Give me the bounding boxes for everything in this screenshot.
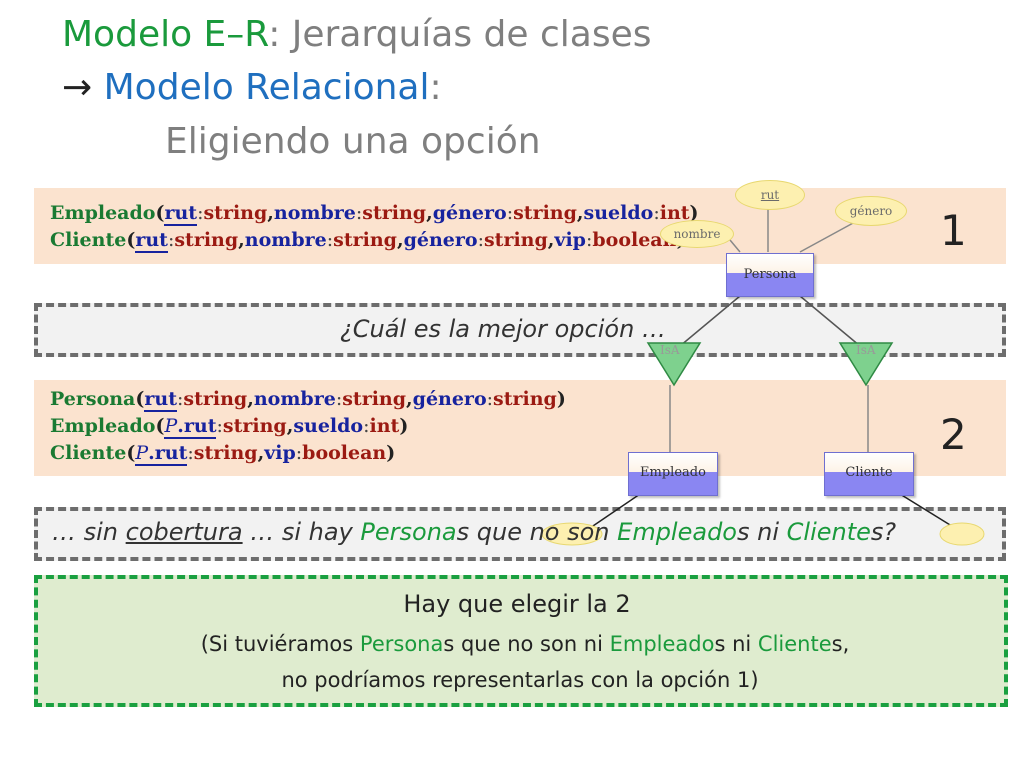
type-boolean: boolean [592, 229, 677, 251]
type-int: int [369, 415, 400, 437]
answer-l1-end: s, [831, 632, 850, 656]
attr-genero: género [403, 229, 478, 251]
attr-sueldo: sueldo [583, 202, 654, 224]
isa-triangle-right [838, 342, 894, 387]
type-string: string [342, 388, 407, 410]
coverage-cliente: Cliente [786, 518, 871, 546]
coverage-text: … sin cobertura … si hay Personas que no… [52, 518, 896, 546]
relation-persona: Persona [50, 388, 136, 410]
ref-persona: P [135, 442, 149, 464]
type-string: string [362, 202, 427, 224]
type-string: string [183, 388, 248, 410]
attribute-nombre: nombre [660, 220, 734, 248]
entity-empleado-label: Empleado [640, 465, 706, 480]
answer-line2: no podríamos representarlas con la opció… [281, 668, 759, 692]
isa-label-right: IsA [856, 343, 876, 357]
answer-l1-pre: (Si tuviéramos [200, 632, 360, 656]
answer-cliente: Cliente [757, 632, 832, 656]
key-rut: rut [144, 388, 177, 412]
key-rut: rut [164, 202, 198, 226]
title-er-model: Modelo E–R [62, 14, 269, 55]
answer-persona: Persona [359, 632, 444, 656]
coverage-box [34, 507, 1006, 561]
coverage-mid1: … si hay [242, 518, 361, 546]
entity-empleado: Empleado [628, 452, 718, 496]
option-1-schema: Empleado(rut:string,nombre:string,género… [50, 200, 699, 254]
relation-cliente: Cliente [50, 442, 127, 464]
type-string: string [333, 229, 397, 251]
title-hierarchies: : Jerarquías de clases [268, 14, 652, 55]
entity-cliente: Cliente [824, 452, 914, 496]
answer-l1-mid2: s ni [714, 632, 758, 656]
attr-vip: vip [264, 442, 296, 464]
key-rut: rut [154, 442, 188, 464]
slide-title: Modelo E–R: Jerarquías de clases [62, 17, 651, 53]
attribute-genero: género [835, 196, 907, 226]
slide-title-line2: → Modelo Relacional: [62, 70, 442, 106]
type-string: string [222, 415, 287, 437]
schema-persona-row: Persona(rut:string,nombre:string,género:… [50, 388, 566, 412]
question-box [34, 303, 1006, 357]
title-relational-model: Modelo Relacional [103, 67, 430, 108]
attr-nombre: nombre [273, 202, 356, 224]
type-string: string [203, 202, 268, 224]
attribute-rut-label: rut [760, 188, 780, 202]
coverage-persona: Persona [360, 518, 457, 546]
answer-box [34, 575, 1008, 707]
attribute-nombre-label: nombre [673, 227, 721, 241]
option-2-number: 2 [940, 410, 967, 459]
type-boolean: boolean [302, 442, 387, 464]
attr-genero: género [412, 388, 487, 410]
title-colon: : [429, 67, 442, 108]
coverage-empleado: Empleado [617, 518, 737, 546]
key-rut: rut [135, 229, 168, 253]
schema-cliente-row: Cliente(P.rut:string,vip:boolean) [50, 442, 396, 466]
relation-cliente: Cliente [50, 229, 127, 251]
partial-attribute-left [541, 522, 603, 546]
attr-genero: género [432, 202, 507, 224]
slide-subtitle: Eligiendo una opción [165, 121, 541, 162]
type-string: string [513, 202, 577, 224]
relation-empleado: Empleado [50, 415, 156, 437]
question-text: ¿Cuál es la mejor opción … [340, 315, 666, 343]
coverage-mid3: s ni [737, 518, 787, 546]
attr-vip: vip [554, 229, 586, 251]
entity-cliente-label: Cliente [845, 465, 893, 480]
coverage-end: s? [870, 518, 897, 546]
type-string: string [493, 388, 557, 410]
entity-persona: Persona [726, 253, 814, 297]
schema-cliente-row: Cliente(rut:string,nombre:string,género:… [50, 229, 685, 253]
answer-l1-mid: s que no son ni [443, 632, 610, 656]
type-string: string [483, 229, 548, 251]
entity-persona-label: Persona [743, 267, 797, 282]
attribute-rut: rut [735, 180, 805, 210]
relation-empleado: Empleado [50, 202, 156, 224]
key-rut: rut [183, 415, 217, 437]
ref-persona: P [164, 415, 178, 437]
option-1-number: 1 [940, 206, 967, 255]
answer-line1: (Si tuviéramos Personas que no son ni Em… [0, 632, 1024, 656]
arrow-glyph: → [62, 67, 93, 108]
schema-empleado-row: Empleado(P.rut:string,sueldo:int) [50, 415, 409, 439]
type-string: string [174, 229, 239, 251]
attr-nombre: nombre [253, 388, 336, 410]
attribute-genero-label: género [849, 204, 893, 218]
isa-label-left: IsA [660, 343, 680, 357]
partial-attribute-right [939, 522, 985, 546]
answer-headline: Hay que elegir la 2 [403, 590, 631, 618]
answer-empleado: Empleado [609, 632, 715, 656]
schema-empleado-row: Empleado(rut:string,nombre:string,género… [50, 202, 699, 226]
option-2-schema: Persona(rut:string,nombre:string,género:… [50, 386, 566, 467]
coverage-word: cobertura [125, 518, 243, 546]
attr-nombre: nombre [244, 229, 327, 251]
type-string: string [193, 442, 258, 464]
type-int: int [659, 202, 690, 224]
coverage-pre: … sin [52, 518, 126, 546]
coverage-mid2: s que no son [456, 518, 618, 546]
attr-sueldo: sueldo [293, 415, 364, 437]
isa-triangle-left [646, 342, 702, 387]
